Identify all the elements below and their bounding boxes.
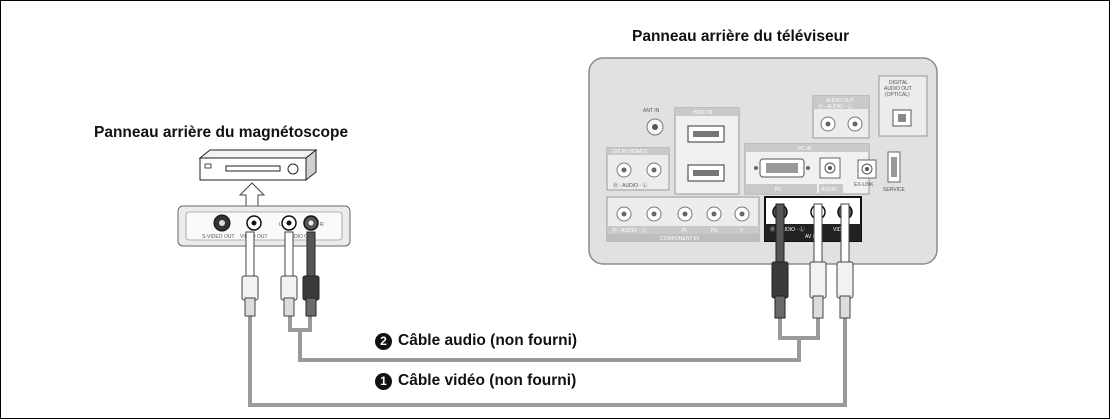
video-cable [248, 316, 847, 407]
tv-label-pr: Pr [682, 228, 687, 234]
tv-label-dvi-audio: Ⓡ - AUDIO - Ⓛ [613, 182, 647, 189]
tv-label-dvi-in: DVI IN (HDMI1) [612, 149, 647, 155]
tv-label-pc-audio: AUDIO [821, 187, 837, 193]
tv-label-audio-out: AUDIO OUT [826, 98, 854, 104]
vcr-rear-panel: S-VIDEO OUT VIDEO OUT AUDIO OUT L R [177, 205, 351, 247]
audio-cable [288, 316, 820, 362]
vcr-audio-plug-right [302, 231, 320, 317]
tv-label-digital-3: (OPTICAL) [885, 92, 910, 98]
tv-audio-plug-right [771, 203, 789, 319]
tv-audio-plug-left [809, 203, 827, 319]
vcr-panel-title: Panneau arrière du magnétoscope [94, 124, 349, 141]
tv-rear-panel: ANT IN HDMI IN DVI IN (HDMI1) Ⓡ - AUDIO … [588, 57, 938, 265]
tv-video-plug [836, 203, 854, 319]
tv-label-pc: PC [775, 187, 782, 193]
audio-cable-label: 2 Câble audio (non fourni) [375, 332, 577, 350]
video-cable-text: Câble vidéo (non fourni) [398, 372, 577, 389]
tv-panel-title: Panneau arrière du téléviseur [632, 28, 850, 45]
tv-label-service: SERVICE [883, 187, 906, 193]
tv-label-pb: Pb [711, 228, 717, 234]
video-cable-number: 1 [375, 372, 392, 390]
vcr-label-s-video-out: S-VIDEO OUT [202, 234, 235, 240]
vcr-label-l: L [279, 222, 282, 228]
tv-label-av-audio: Ⓡ - AUDIO - Ⓛ [770, 226, 804, 233]
tv-label-digital-2: AUDIO OUT [884, 86, 912, 92]
vcr-video-plug [241, 231, 259, 317]
tv-label-audio-out-rl: Ⓡ - AUDIO - Ⓛ [818, 103, 852, 110]
audio-cable-number: 2 [375, 332, 392, 350]
vcr-label-audio-out: AUDIO OUT [287, 234, 315, 240]
audio-cable-text: Câble audio (non fourni) [398, 332, 578, 349]
vcr-audio-plug-left [280, 231, 298, 317]
tv-label-ant-in: ANT IN [643, 108, 660, 114]
tv-label-digital-1: DIGITAL [889, 80, 908, 86]
tv-label-component-in: COMPONENT IN [660, 236, 699, 242]
tv-label-hdmi-in: HDMI IN [693, 110, 713, 116]
vcr-device [198, 148, 318, 182]
tv-label-pc-in: PC IN [798, 146, 812, 152]
video-cable-label: 1 Câble vidéo (non fourni) [375, 372, 576, 390]
tv-label-av-in: AV IN [805, 234, 818, 240]
vcr-arrow [238, 182, 266, 207]
tv-label-y: Y [740, 228, 744, 234]
tv-label-ex-link: EX-LINK [854, 182, 874, 188]
tv-label-comp-audio: Ⓡ - AUDIO - Ⓛ [612, 227, 646, 234]
vcr-label-r: R [320, 222, 324, 228]
